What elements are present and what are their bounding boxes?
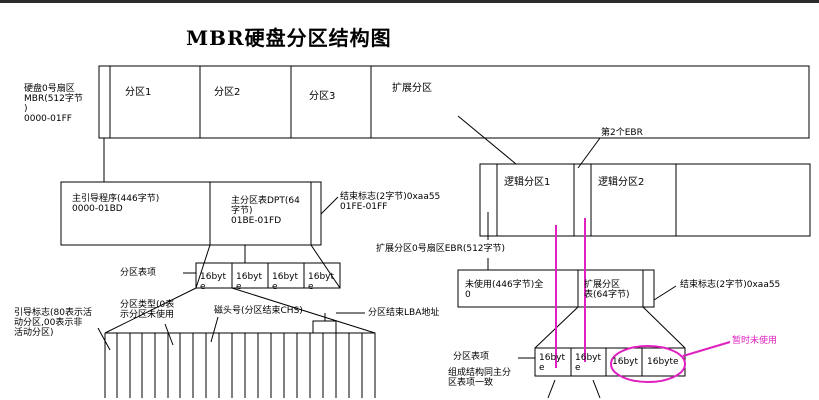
ebr-entry-4: 16byte: [647, 357, 679, 367]
ebr-entry-1: 16byt e: [539, 353, 566, 373]
extended-partition-label: 扩展分区: [392, 83, 432, 94]
head-number-label: 磁头号(分区结束CHS): [214, 306, 303, 316]
top-border: [0, 0, 819, 3]
ebr-end-mark-label: 结束标志(2字节)0xaa55: [680, 280, 781, 290]
ebr-entry-2: 16byt e: [575, 353, 602, 373]
lba-address-label: 分区结束LBA地址: [368, 308, 440, 318]
partition-entry-1: 16byt e: [200, 272, 227, 292]
ebr-row-box: [479, 163, 811, 237]
ebr-entries-note: 组成结构同主分 区表项一致: [448, 368, 512, 388]
ebr-table-label: 扩展分区 表(64字节): [584, 280, 630, 300]
partition-table-label: 分区表项: [120, 268, 157, 278]
partition-3-label: 分区3: [309, 91, 336, 102]
logical-partition-2-label: 逻辑分区2: [598, 177, 645, 188]
boot-program-label: 主引导程序(446字节) 0000-01BD: [72, 194, 160, 214]
partition-2-label: 分区2: [214, 87, 241, 98]
mbr-end-mark-label: 结束标志(2字节)0xaa55 01FE-01FF: [340, 192, 441, 212]
diagram-title: MBR硬盘分区结构图: [186, 26, 392, 50]
ebr-entry-3: 16byt: [612, 357, 639, 367]
mbr-row-box: [98, 65, 810, 139]
partition-entry-4: 16byt e: [308, 272, 335, 292]
partition-1-label: 分区1: [125, 87, 152, 98]
ebr-sector-label: 扩展分区0号扇区EBR(512字节): [376, 244, 506, 254]
partition-entry-2: 16byt e: [236, 272, 263, 292]
dpt-label: 主分区表DPT(64 字节) 01BE-01FD: [231, 196, 300, 226]
mbr-label: 硬盘0号扇区 MBR(512字节 ) 0000-01FF: [24, 84, 83, 124]
boot-flag-label: 引导标志(80表示活 动分区,00表示非 活动分区): [14, 308, 92, 338]
second-ebr-label: 第2个EBR: [601, 128, 643, 138]
logical-partition-1-label: 逻辑分区1: [504, 177, 551, 188]
partition-type-label: 分区类型(0表 示分区未使用: [120, 300, 175, 320]
unused-note: 暂时未使用: [732, 336, 778, 346]
partition-entry-3: 16byt e: [272, 272, 299, 292]
ebr-unused-label: 未使用(446字节)全 0: [465, 280, 544, 300]
ebr-entries-label: 分区表项: [453, 352, 490, 362]
